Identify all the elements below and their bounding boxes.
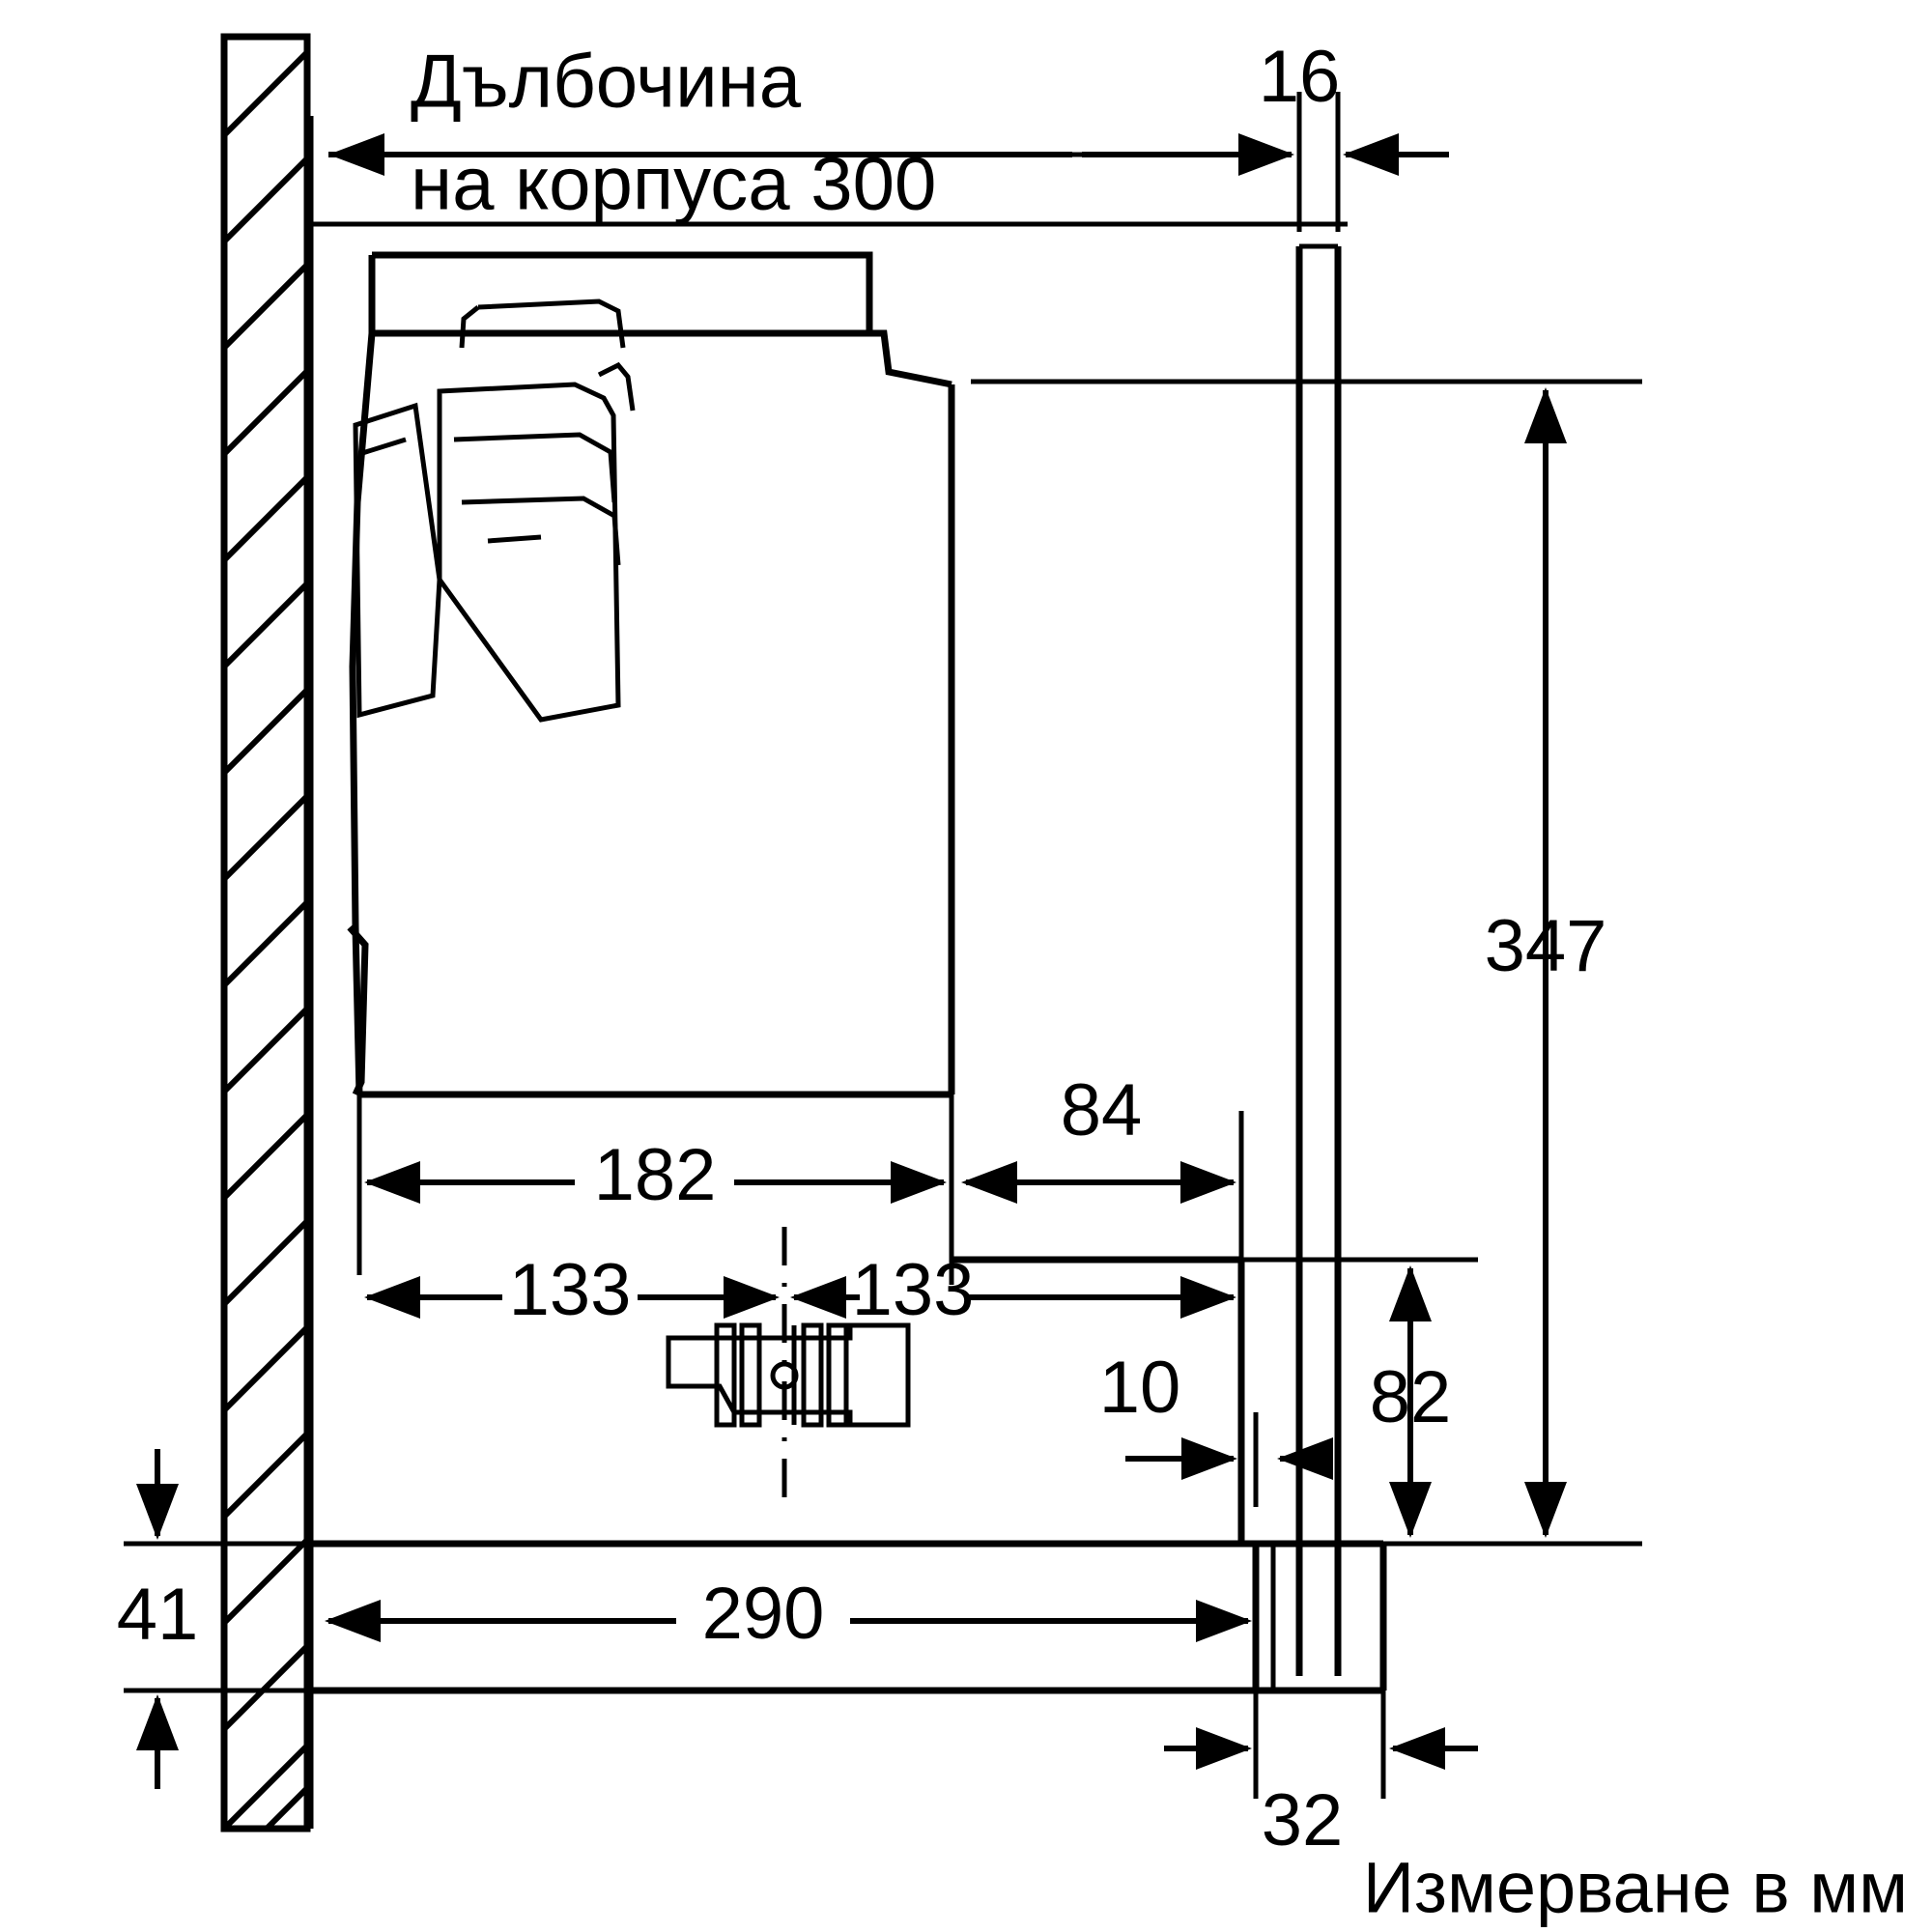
front-panel-and-stops bbox=[311, 243, 1387, 1694]
depth-label-line2: на корпуса 300 bbox=[411, 141, 936, 226]
dimension-347-label: 347 bbox=[1485, 905, 1607, 987]
dimension-10-label: 10 bbox=[1099, 1347, 1181, 1429]
dimension-32: 32 bbox=[1164, 1690, 1478, 1861]
outlet-motor-detail bbox=[666, 1322, 911, 1428]
dimension-82: 82 bbox=[1241, 1257, 1478, 1547]
dimension-10: 10 bbox=[1099, 1347, 1333, 1544]
dimension-41: 41 bbox=[117, 1449, 348, 1789]
dimension-16: 16 bbox=[1082, 36, 1449, 232]
dimension-133-left: 133 bbox=[364, 1249, 780, 1331]
dimension-347: 347 bbox=[971, 379, 1642, 1547]
dimension-41-label: 41 bbox=[117, 1574, 199, 1656]
dimension-290-label: 290 bbox=[702, 1573, 825, 1655]
wall-section bbox=[220, 33, 314, 1833]
units-caption: Измерване в мм bbox=[1363, 1848, 1908, 1928]
depth-label-line1: Дълбочина bbox=[411, 39, 802, 124]
wall-hatching bbox=[221, 49, 310, 1832]
dimension-133-right-label: 133 bbox=[852, 1249, 975, 1331]
dimension-82-label: 82 bbox=[1370, 1356, 1452, 1438]
dimension-133-right: 133 bbox=[790, 1249, 1236, 1331]
dimension-32-label: 32 bbox=[1262, 1779, 1344, 1861]
dimension-182-label: 182 bbox=[594, 1134, 717, 1216]
dimension-84-label: 84 bbox=[1061, 1069, 1143, 1151]
dimension-16-label: 16 bbox=[1259, 36, 1341, 118]
dimension-84: 84 bbox=[961, 1069, 1244, 1265]
hood-body-outline bbox=[311, 221, 1348, 1098]
dimension-290: 290 bbox=[325, 1573, 1252, 1655]
dimension-182: 182 bbox=[356, 1094, 954, 1285]
dimension-133-left-label: 133 bbox=[509, 1249, 632, 1331]
